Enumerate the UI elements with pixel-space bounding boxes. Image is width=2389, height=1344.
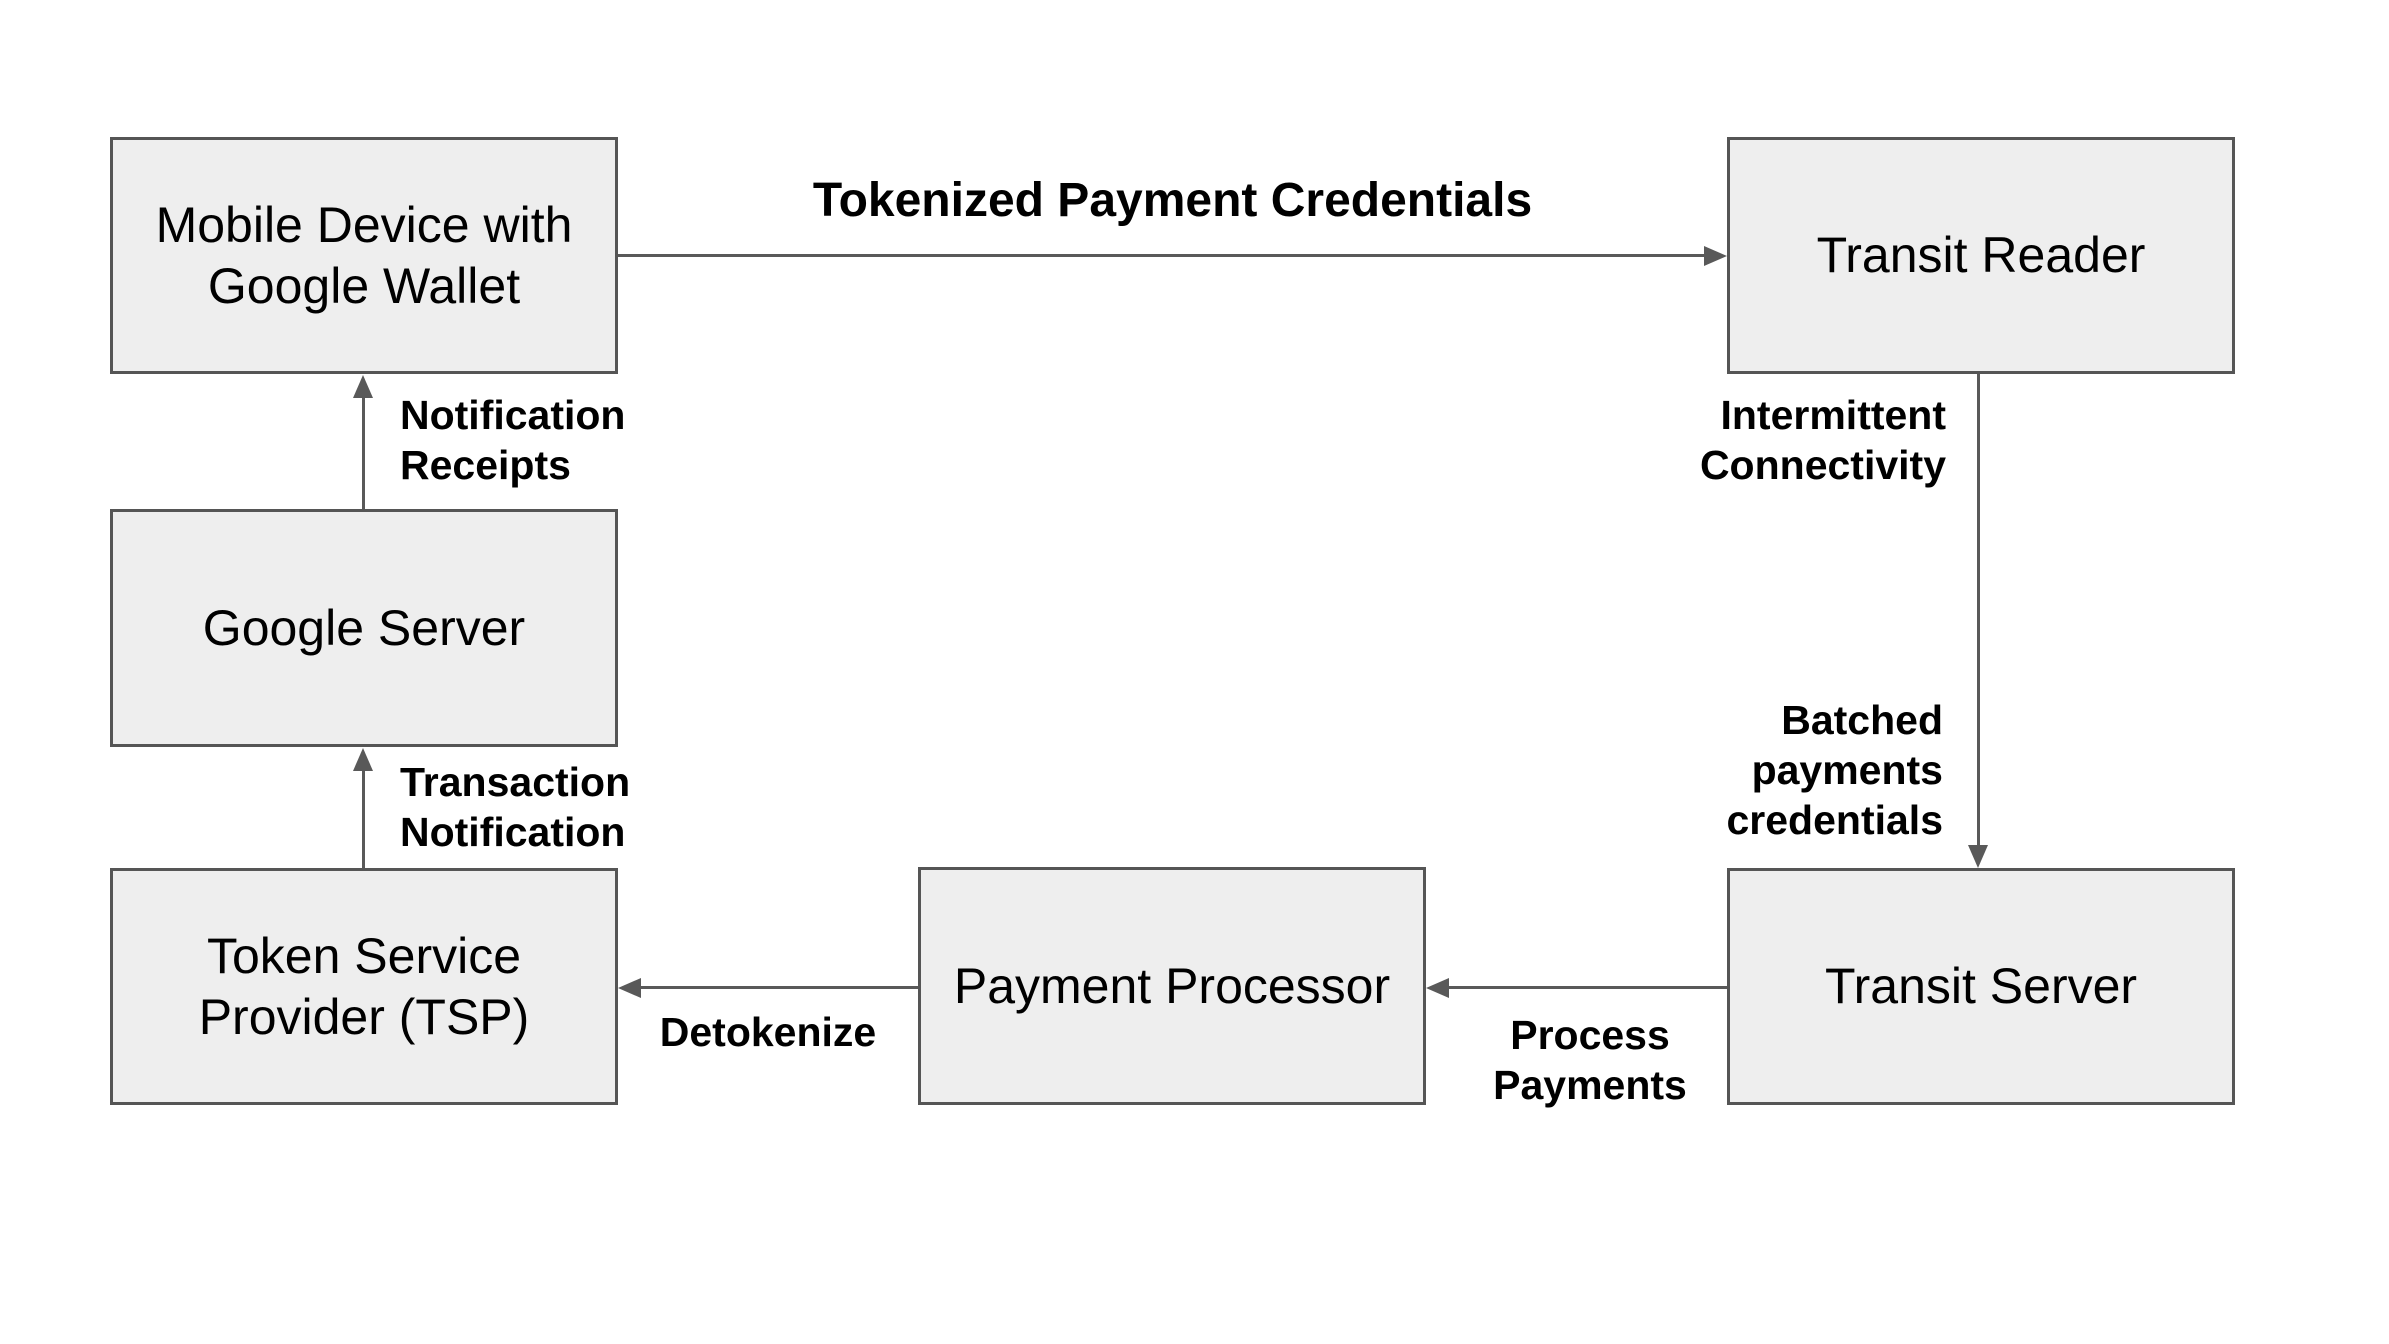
arrowhead-left-icon bbox=[618, 978, 641, 998]
edge-label-process-payments: Process Payments bbox=[1440, 1010, 1740, 1110]
node-google-server: Google Server bbox=[110, 509, 618, 747]
node-label: Transit Reader bbox=[1816, 227, 2146, 283]
node-label: Transit Server bbox=[1824, 958, 2138, 1014]
edge-label-line: Transaction bbox=[400, 759, 631, 805]
edge-label-line: Tokenized Payment Credentials bbox=[812, 174, 1533, 227]
edge-label-line: Process bbox=[1510, 1012, 1670, 1058]
edge-label-batched-payments-credentials: Batched payments credentials bbox=[1727, 695, 1944, 845]
edge-label-line: credentials bbox=[1726, 797, 1944, 843]
arrow-tsp-to-google-line bbox=[362, 770, 365, 868]
edge-label-line: Detokenize bbox=[659, 1009, 877, 1055]
node-label: Mobile Device with bbox=[155, 196, 573, 253]
arrow-transit-server-to-payment-processor-line bbox=[1448, 986, 1727, 989]
node-label: Google Wallet bbox=[207, 257, 521, 314]
arrow-reader-to-transit-server-line bbox=[1977, 374, 1980, 846]
edge-label-transaction-notification: Transaction Notification bbox=[400, 757, 630, 857]
arrow-mobile-to-reader-line bbox=[618, 254, 1706, 257]
node-label: Token Service bbox=[206, 927, 522, 984]
edge-label-line: Notification bbox=[400, 809, 626, 855]
node-mobile-device-google-wallet: Mobile Device with Google Wallet bbox=[110, 137, 618, 374]
node-payment-processor: Payment Processor bbox=[918, 867, 1426, 1105]
arrowhead-up-icon bbox=[353, 375, 373, 398]
arrow-google-to-mobile-line bbox=[362, 397, 365, 509]
arrowhead-left-icon bbox=[1426, 978, 1449, 998]
node-label: Google Server bbox=[202, 599, 526, 656]
edge-label-line: Batched bbox=[1781, 697, 1943, 743]
edge-label-line: Payments bbox=[1493, 1062, 1687, 1108]
edge-label-line: Connectivity bbox=[1699, 442, 1946, 488]
arrow-payment-processor-to-tsp-line bbox=[640, 986, 918, 989]
arrowhead-down-icon bbox=[1968, 845, 1988, 868]
arrowhead-up-icon bbox=[353, 748, 373, 771]
node-transit-reader: Transit Reader bbox=[1727, 137, 2235, 374]
edge-label-line: payments bbox=[1751, 747, 1943, 793]
edge-label-notification-receipts: Notification Receipts bbox=[400, 390, 625, 490]
edge-label-detokenize: Detokenize bbox=[618, 1007, 918, 1057]
node-label: Payment Processor bbox=[953, 957, 1391, 1014]
arrowhead-right-icon bbox=[1704, 246, 1727, 266]
node-label: Provider (TSP) bbox=[198, 988, 530, 1045]
edge-label-line: Notification bbox=[400, 392, 626, 438]
edge-label-tokenized-payment-credentials: Tokenized Payment Credentials bbox=[618, 173, 1727, 229]
node-token-service-provider: Token Service Provider (TSP) bbox=[110, 868, 618, 1105]
edge-label-line: Intermittent bbox=[1720, 392, 1947, 438]
edge-label-intermittent-connectivity: Intermittent Connectivity bbox=[1700, 390, 1946, 490]
edge-label-line: Receipts bbox=[400, 442, 571, 488]
node-transit-server: Transit Server bbox=[1727, 868, 2235, 1105]
